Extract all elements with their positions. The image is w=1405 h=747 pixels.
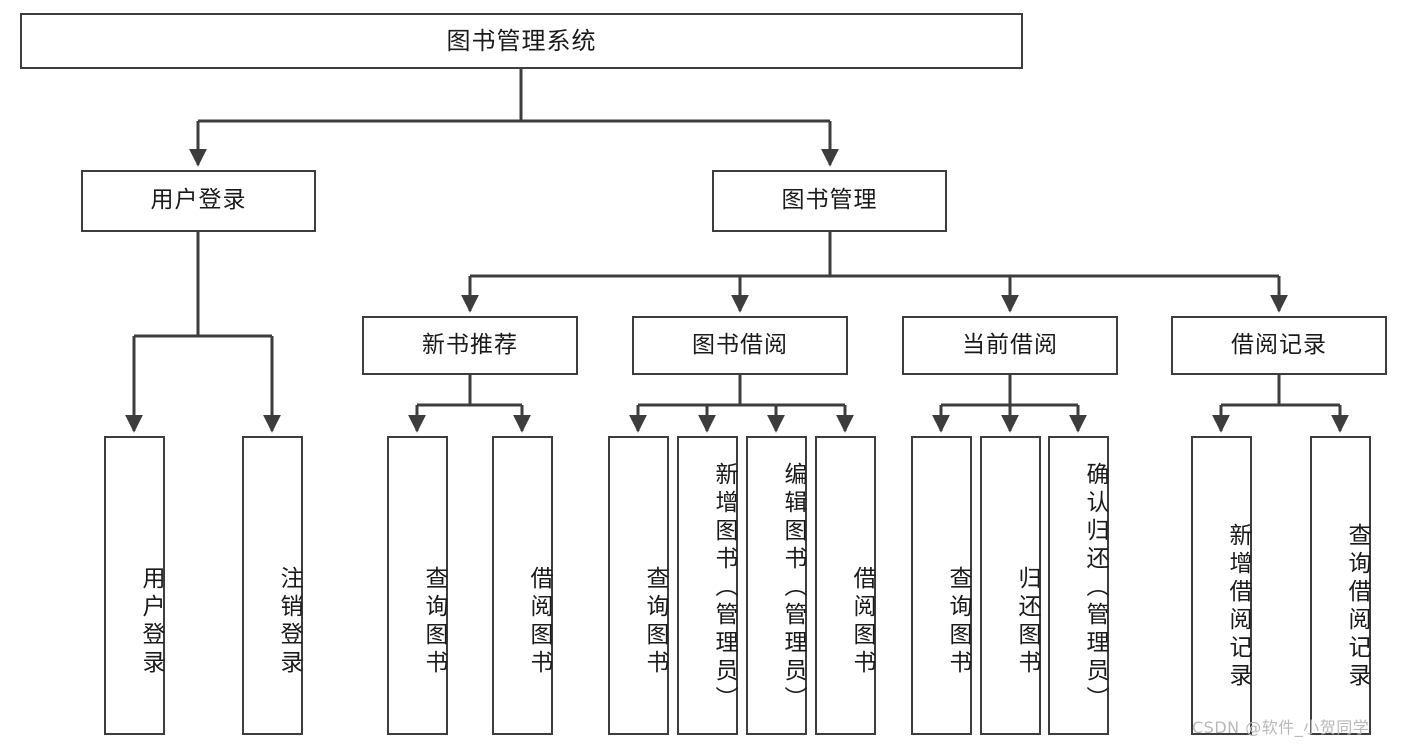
node-user-login[interactable]: 用户登录 [81,170,316,232]
node-book-manage[interactable]: 图书管理 [712,170,947,232]
leaf-borrow-book-borrow[interactable]: 借阅图书 [815,436,876,735]
leaf-user-login[interactable]: 用户登录 [104,436,165,735]
node-book-borrow[interactable]: 图书借阅 [632,316,848,375]
node-new-book-recommend[interactable]: 新书推荐 [362,316,578,375]
leaf-user-logout[interactable]: 注销登录 [242,436,303,735]
leaf-add-borrow-record[interactable]: 新增借阅记录 [1191,436,1252,735]
node-current-borrow[interactable]: 当前借阅 [902,316,1118,375]
leaf-query-book-current[interactable]: 查询图书 [911,436,972,735]
leaf-return-book[interactable]: 归还图书 [980,436,1041,735]
leaf-add-book-admin[interactable]: 新增图书（管理员） [677,436,738,735]
leaf-query-book-borrow[interactable]: 查询图书 [608,436,669,735]
csdn-watermark: CSDN @软件_小贺同学 [1192,718,1370,737]
leaf-query-borrow-record[interactable]: 查询借阅记录 [1310,436,1371,735]
leaf-borrow-book-recommend[interactable]: 借阅图书 [492,436,553,735]
leaf-confirm-return-admin[interactable]: 确认归还（管理员） [1048,436,1109,735]
node-borrow-record[interactable]: 借阅记录 [1171,316,1387,375]
node-root-system[interactable]: 图书管理系统 [20,13,1023,69]
leaf-query-book-recommend[interactable]: 查询图书 [387,436,448,735]
leaf-edit-book-admin[interactable]: 编辑图书（管理员） [746,436,807,735]
